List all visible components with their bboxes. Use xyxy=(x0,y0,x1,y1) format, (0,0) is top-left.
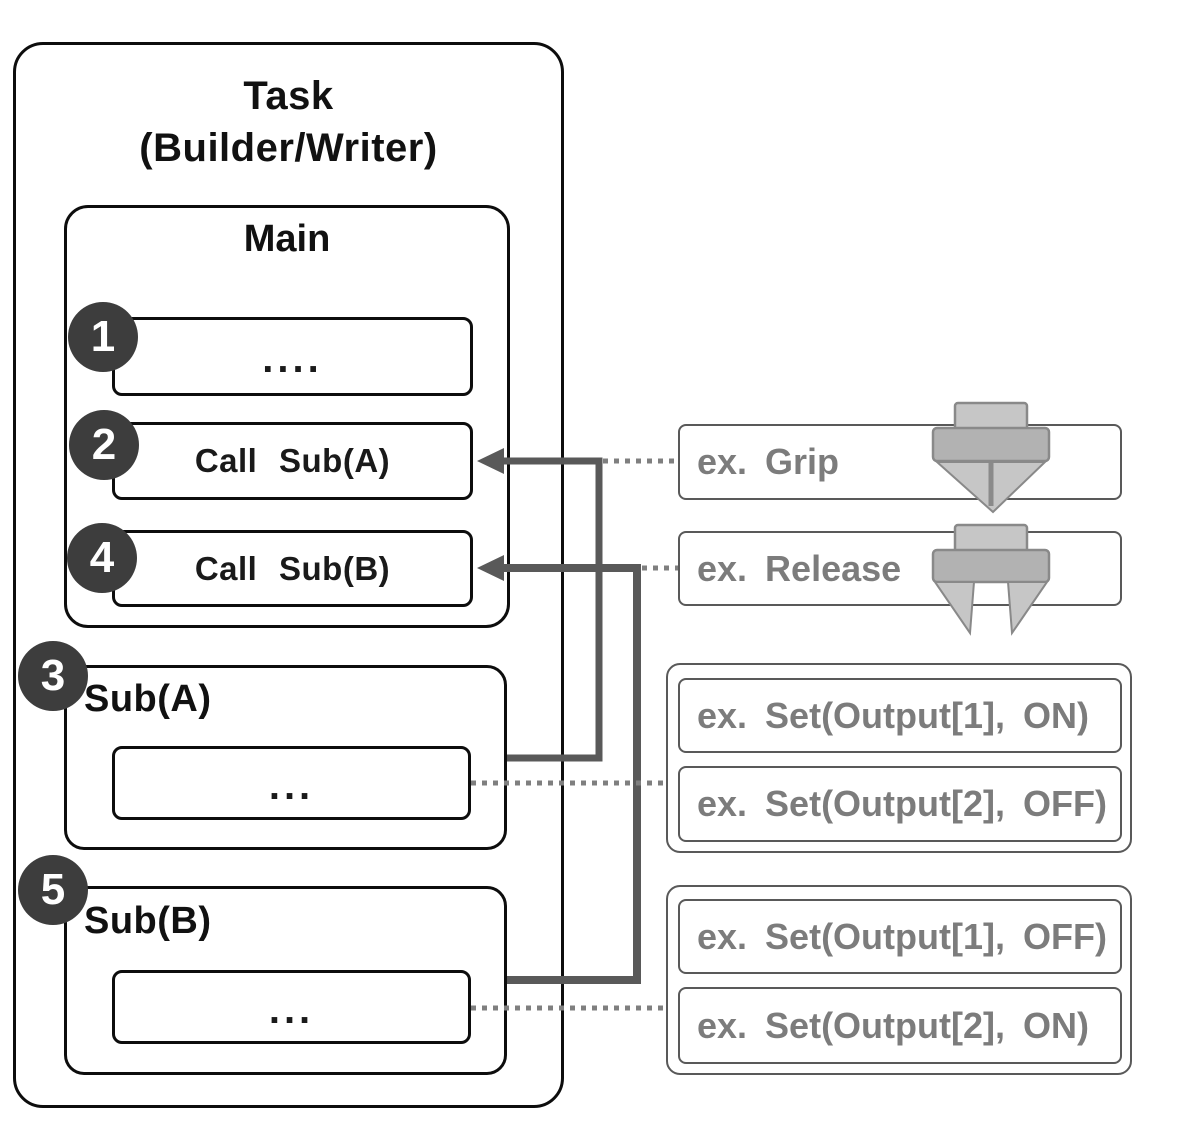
call-suba-label: Call Sub(A) xyxy=(194,442,391,479)
suba-example-box-1: ex. Set(Output[1], ON) xyxy=(678,678,1122,753)
main-title: Main xyxy=(243,218,331,260)
step-4-number: 4 xyxy=(89,533,115,582)
subb-body-box: ... xyxy=(112,970,471,1044)
suba-example-1-label: ex. Set(Output[1], ON) xyxy=(697,694,1089,736)
suba-example-2-label: ex. Set(Output[2], OFF) xyxy=(697,783,1107,824)
step-2-number: 2 xyxy=(91,420,117,469)
step-5-number: 5 xyxy=(40,865,66,914)
call-suba-box: Call Sub(A) xyxy=(112,422,473,500)
step-box-1: .... xyxy=(112,317,473,396)
subb-title: Sub(B) xyxy=(84,900,212,942)
subb-body-label: ... xyxy=(268,987,315,1032)
step-circle-1: 1 xyxy=(68,302,138,372)
task-title: Task (Builder/Writer) xyxy=(13,70,564,174)
step-circle-4: 4 xyxy=(67,523,137,593)
task-title-line1: Task xyxy=(243,74,334,118)
subb-example-box-2: ex. Set(Output[2], ON) xyxy=(678,987,1122,1064)
release-label: ex. Release xyxy=(697,547,902,589)
step-circle-5: 5 xyxy=(18,855,88,925)
suba-body-box: ... xyxy=(112,746,471,820)
suba-title: Sub(A) xyxy=(84,678,212,720)
subb-example-1-label: ex. Set(Output[1], OFF) xyxy=(697,915,1107,957)
release-example-box: ex. Release xyxy=(678,531,1122,606)
task-title-line2: (Builder/Writer) xyxy=(139,126,438,170)
subb-example-box-1: ex. Set(Output[1], OFF) xyxy=(678,899,1122,974)
subb-example-2-label: ex. Set(Output[2], ON) xyxy=(697,1004,1089,1046)
suba-example-box-2: ex. Set(Output[2], OFF) xyxy=(678,766,1122,842)
suba-body-label: ... xyxy=(268,763,315,808)
step-1-label: .... xyxy=(262,337,323,381)
step-circle-3: 3 xyxy=(18,641,88,711)
grip-label: ex. Grip xyxy=(697,441,840,482)
step-circle-2: 2 xyxy=(69,410,139,480)
step-1-number: 1 xyxy=(90,312,116,361)
step-3-number: 3 xyxy=(40,651,66,700)
call-subb-box: Call Sub(B) xyxy=(112,530,473,607)
call-subb-label: Call Sub(B) xyxy=(194,549,391,587)
grip-example-box: ex. Grip xyxy=(678,424,1122,500)
